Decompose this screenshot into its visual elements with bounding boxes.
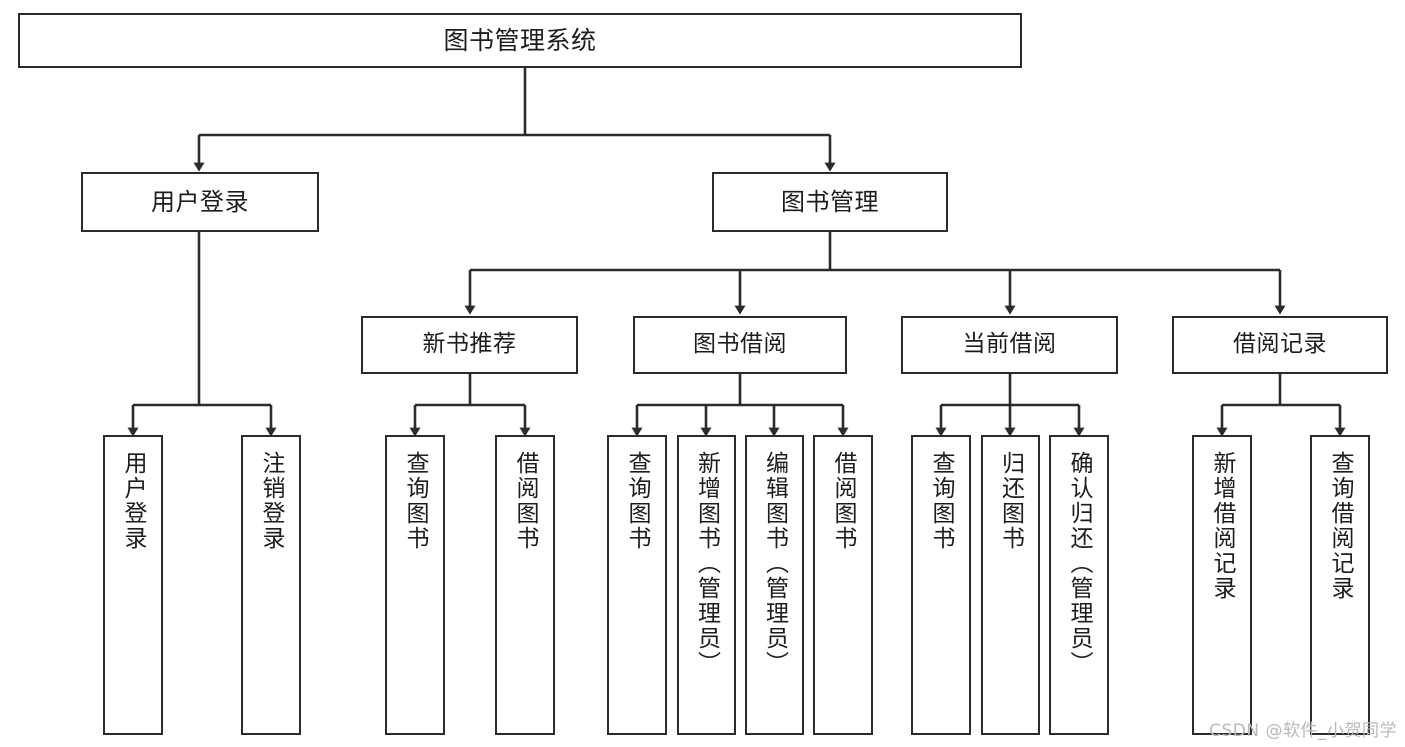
leaf-borrow-book-1[interactable]: 借阅图书: [495, 435, 555, 735]
leaf-user-login[interactable]: 用户登录: [103, 435, 163, 735]
node-current-borrow-label: 当前借阅: [962, 331, 1057, 358]
leaf-return-book-label: 归还图书: [997, 451, 1024, 551]
leaf-confirm-return[interactable]: 确认归还（管理员）: [1049, 435, 1109, 735]
leaf-user-login-label: 用户登录: [120, 451, 147, 551]
leaf-return-book[interactable]: 归还图书: [981, 435, 1040, 735]
node-borrow-record[interactable]: 借阅记录: [1172, 316, 1388, 374]
leaf-query-book-3[interactable]: 查询图书: [911, 435, 971, 735]
node-borrow-record-label: 借阅记录: [1233, 331, 1327, 358]
node-new-book-rec-label: 新书推荐: [422, 331, 517, 358]
leaf-query-book-1-label: 查询图书: [402, 451, 429, 551]
node-root-label: 图书管理系统: [443, 25, 597, 55]
node-book-borrow[interactable]: 图书借阅: [633, 316, 847, 374]
leaf-add-book[interactable]: 新增图书（管理员）: [677, 435, 736, 735]
watermark: CSDN @软件_小贺同学: [1209, 721, 1397, 741]
leaf-query-record[interactable]: 查询借阅记录: [1310, 435, 1370, 735]
node-book-manage-label: 图书管理: [781, 187, 879, 216]
leaf-add-record[interactable]: 新增借阅记录: [1192, 435, 1252, 735]
leaf-edit-book-label: 编辑图书（管理员）: [761, 451, 788, 676]
leaf-borrow-book-1-label: 借阅图书: [512, 451, 539, 551]
leaf-edit-book[interactable]: 编辑图书（管理员）: [745, 435, 804, 735]
node-new-book-rec[interactable]: 新书推荐: [361, 316, 578, 374]
leaf-borrow-book-2-label: 借阅图书: [830, 451, 857, 551]
leaf-query-book-2-label: 查询图书: [624, 451, 651, 551]
leaf-query-book-3-label: 查询图书: [928, 451, 955, 551]
leaf-borrow-book-2[interactable]: 借阅图书: [813, 435, 873, 735]
leaf-logout[interactable]: 注销登录: [241, 435, 301, 735]
node-book-borrow-label: 图书借阅: [693, 331, 787, 358]
leaf-query-record-label: 查询借阅记录: [1327, 451, 1354, 601]
node-user-login[interactable]: 用户登录: [81, 172, 319, 232]
node-user-login-label: 用户登录: [151, 187, 249, 216]
leaf-query-book-2[interactable]: 查询图书: [607, 435, 667, 735]
node-book-manage[interactable]: 图书管理: [712, 172, 948, 232]
leaf-confirm-return-label: 确认归还（管理员）: [1066, 451, 1093, 676]
leaf-add-book-label: 新增图书（管理员）: [693, 451, 720, 676]
node-root[interactable]: 图书管理系统: [18, 13, 1022, 68]
node-current-borrow[interactable]: 当前借阅: [901, 316, 1118, 374]
leaf-query-book-1[interactable]: 查询图书: [385, 435, 445, 735]
leaf-logout-label: 注销登录: [258, 451, 285, 551]
leaf-add-record-label: 新增借阅记录: [1209, 451, 1236, 601]
